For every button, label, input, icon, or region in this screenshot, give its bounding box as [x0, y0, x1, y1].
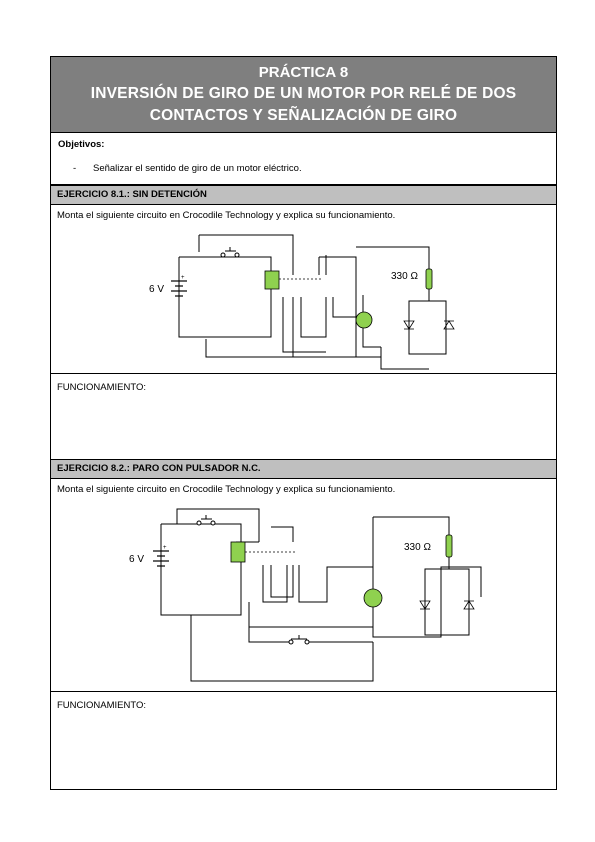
exercise2-circuit-diagram: + 6 V 330 Ω: [129, 508, 482, 682]
ex1-resistor: [425, 268, 433, 290]
ex2-voltage-label: 6 V: [129, 554, 144, 565]
exercise1-intro: Monta el siguiente circuito en Crocodile…: [57, 210, 396, 221]
ex1-relay-coil: [264, 270, 280, 290]
ex2-resistor-label: 330 Ω: [404, 542, 431, 553]
worksheet: PRÁCTICA 8 INVERSIÓN DE GIRO DE UN MOTOR…: [50, 56, 557, 790]
ex2-motor: [363, 588, 383, 608]
exercise2-func-label: FUNCIONAMIENTO:: [57, 700, 147, 711]
exercise1-title: EJERCICIO 8.1.: SIN DETENCIÓN: [51, 185, 556, 205]
exercise2-intro: Monta el siguiente circuito en Crocodile…: [57, 484, 396, 495]
page-header: PRÁCTICA 8 INVERSIÓN DE GIRO DE UN MOTOR…: [51, 57, 556, 133]
practice-number: PRÁCTICA 8: [258, 64, 349, 81]
objectives-section: Objetivos: - Señalizar el sentido de giro…: [51, 133, 556, 185]
ex2-leds: [419, 600, 475, 610]
objective-text: Señalizar el sentido de giro de un motor…: [93, 163, 302, 174]
ex1-leds: [403, 320, 455, 330]
ex1-motor: [355, 311, 373, 329]
ex1-battery-plus: +: [181, 275, 185, 281]
ex2-resistor: [445, 534, 453, 558]
practice-title-line1: INVERSIÓN DE GIRO DE UN MOTOR POR RELÉ D…: [90, 85, 517, 102]
ex2-battery-plus: +: [163, 545, 167, 551]
objective-item: - Señalizar el sentido de giro de un moto…: [73, 163, 302, 174]
exercise2-title: EJERCICIO 8.2.: PARO CON PULSADOR N.C.: [51, 459, 556, 479]
exercise1-funcionamiento: FUNCIONAMIENTO:: [51, 373, 556, 459]
objectives-title: Objetivos:: [58, 139, 105, 150]
ex2-relay-coil: [230, 541, 246, 563]
exercise2-funcionamiento: FUNCIONAMIENTO:: [51, 691, 556, 791]
ex1-voltage-label: 6 V: [149, 284, 164, 295]
ex1-resistor-label: 330 Ω: [391, 271, 418, 282]
practice-title-line2: CONTACTOS Y SEÑALIZACIÓN DE GIRO: [149, 107, 458, 124]
exercise1-circuit-diagram: + 6 V 330 Ω: [149, 234, 455, 370]
exercise1-func-label: FUNCIONAMIENTO:: [57, 382, 147, 393]
bullet-dash: -: [73, 163, 77, 174]
